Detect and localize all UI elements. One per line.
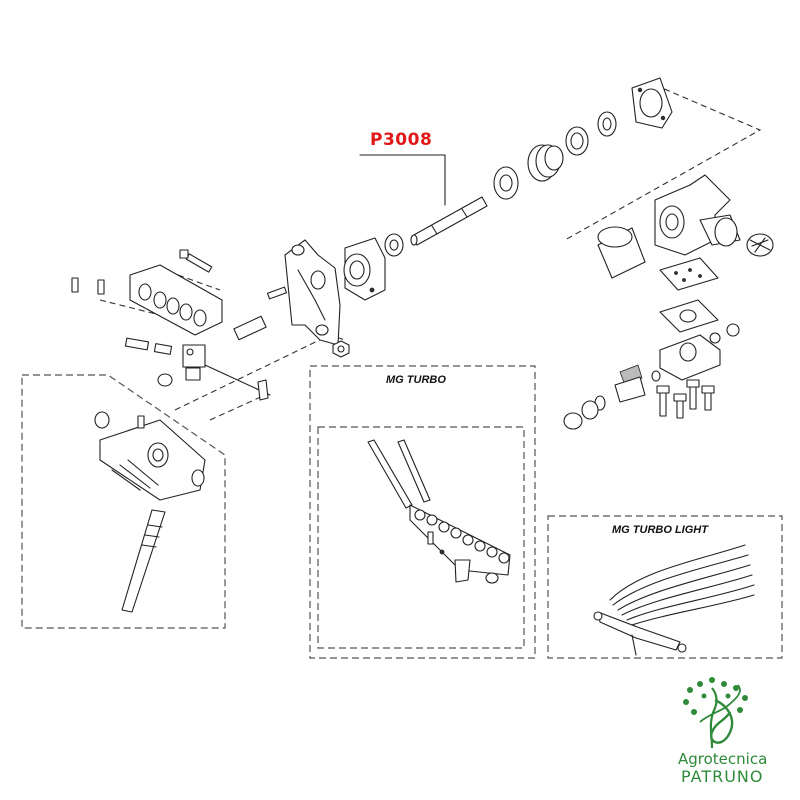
- nut: [332, 340, 350, 358]
- mg-turbo-light-tubes: [593, 544, 755, 656]
- mg-turbo-manifold: [367, 439, 511, 584]
- mg-turbo-light-label: MG TURBO LIGHT: [612, 524, 708, 536]
- brand-name-line2: PATRUNO: [681, 767, 764, 786]
- mounting-bracket: [284, 239, 341, 346]
- filter-mesh: [746, 233, 774, 257]
- left-manifold: [129, 264, 223, 336]
- piston-shaft-p3008: [410, 196, 488, 246]
- mg-turbo-inner-box: [317, 426, 525, 649]
- piston-guide-housing: [343, 237, 386, 301]
- gaskets: [659, 257, 719, 333]
- left-box-manifold: [94, 411, 206, 501]
- left-small-parts: [71, 249, 271, 401]
- flange-plate: [631, 77, 673, 129]
- left-box-lance: [121, 509, 166, 613]
- valve-parts-row: [563, 364, 715, 430]
- brand-name-line1: Agrotecnica: [678, 750, 768, 768]
- pump-head-body: [654, 174, 741, 256]
- valve-block: [659, 323, 740, 381]
- left-assembly-box: [21, 374, 226, 629]
- part-code-callout: P3008: [370, 130, 433, 150]
- seal-rings: [384, 111, 617, 257]
- callout-leader: [359, 154, 446, 206]
- mg-turbo-light-box: [547, 515, 783, 659]
- tree-leaf-icon: [683, 677, 748, 749]
- mg-turbo-outer-box: [309, 365, 536, 659]
- cylinder-liner: [597, 226, 646, 279]
- mg-turbo-label: MG TURBO: [386, 374, 446, 386]
- bolt: [266, 286, 288, 300]
